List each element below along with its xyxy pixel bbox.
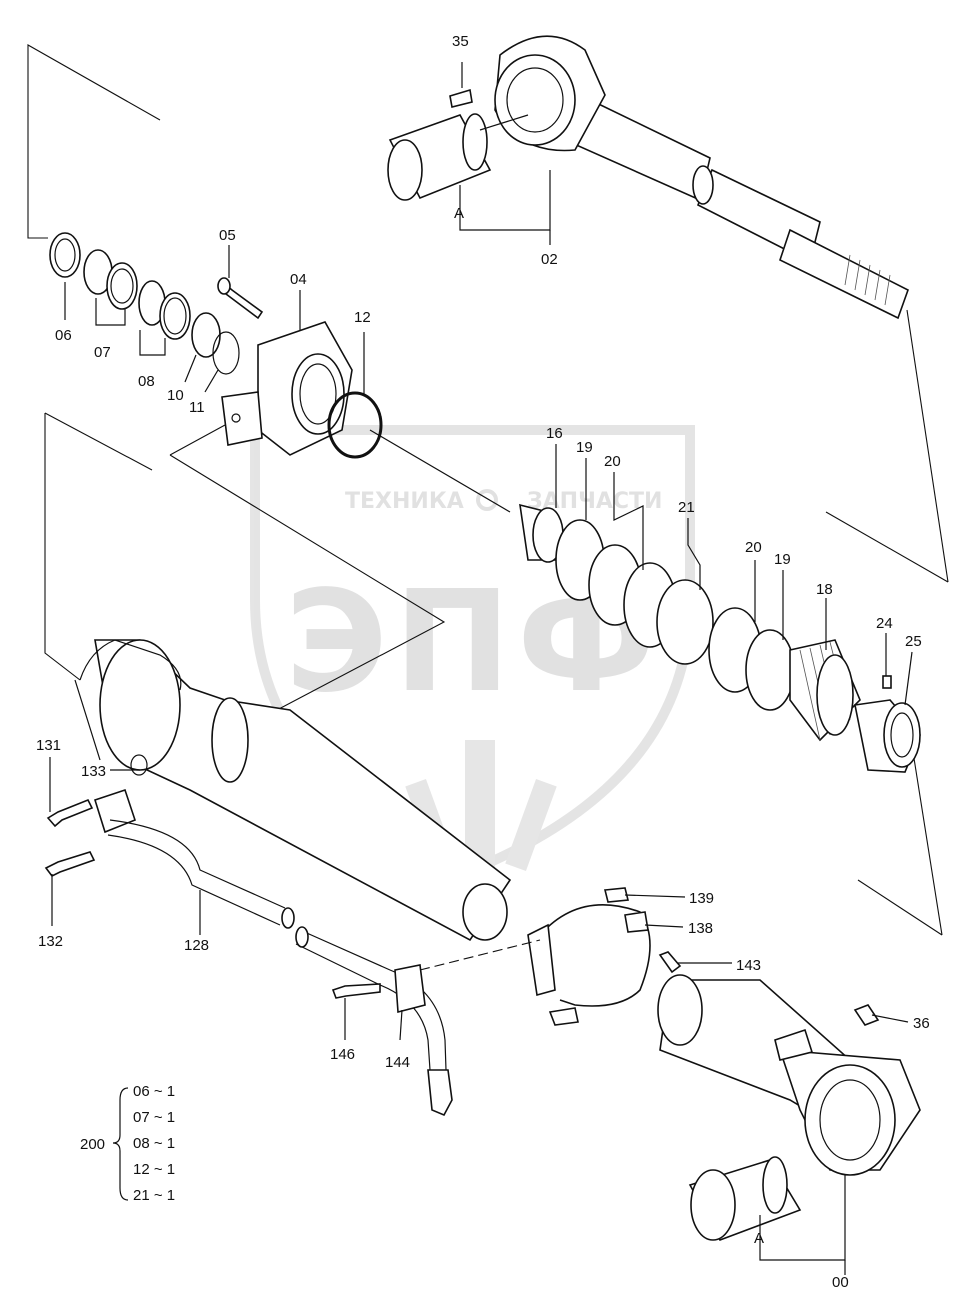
- clamp-band: [419, 887, 651, 1026]
- pipe-assembly: [94, 754, 453, 1117]
- label-part-144: 144: [385, 1054, 410, 1071]
- label-part-12: 12: [354, 309, 371, 326]
- label-part-16: 16: [546, 425, 563, 442]
- label-part-139: 139: [689, 890, 714, 907]
- label-part-04: 04: [290, 271, 307, 288]
- label-part-24: 24: [876, 615, 893, 632]
- watermark: ТЕХНИКА ЗАПЧАСТИ ЭПФ: [250, 425, 695, 880]
- label-part-18: 18: [816, 581, 833, 598]
- seal-set: [49, 232, 240, 375]
- label-part-20-lower: 20: [745, 539, 762, 556]
- callout-labels: 00 02 04 05 06 07 08 10 11 12 16 18 19 1…: [36, 33, 930, 1291]
- label-part-35: 35: [452, 33, 469, 50]
- watermark-text-left: ТЕХНИКА: [345, 489, 464, 514]
- bolts: [44, 798, 880, 1026]
- label-part-00: 00: [832, 1274, 849, 1291]
- kit-item-4: 12 ~ 1: [133, 1161, 175, 1178]
- kit-item-3: 08 ~ 1: [133, 1135, 175, 1152]
- label-part-131: 131: [36, 737, 61, 754]
- label-part-20-upper: 20: [604, 453, 621, 470]
- elbow-fitting-36: [853, 1004, 880, 1026]
- boundary-lines: [27, 44, 949, 936]
- grease-fitting-35: [449, 88, 473, 108]
- label-part-02: 02: [541, 251, 558, 268]
- label-part-21: 21: [678, 499, 695, 516]
- piston-assembly: [519, 503, 921, 773]
- seal-kit-legend: 200 06 ~ 1 07 ~ 1 08 ~ 1 12 ~ 1 21 ~ 1: [80, 1083, 175, 1204]
- label-part-138: 138: [688, 920, 713, 937]
- label-a-top: A: [454, 205, 464, 222]
- label-part-19-lower: 19: [774, 551, 791, 568]
- label-a-bottom: A: [754, 1230, 764, 1247]
- label-part-06: 06: [55, 327, 72, 344]
- label-part-128: 128: [184, 937, 209, 954]
- label-part-11: 11: [189, 399, 205, 416]
- cylinder-head: [217, 277, 511, 513]
- kit-item-2: 07 ~ 1: [133, 1109, 175, 1126]
- set-screw-24: [882, 675, 892, 689]
- label-part-08: 08: [138, 373, 155, 390]
- label-part-19-upper: 19: [576, 439, 593, 456]
- label-part-133: 133: [81, 763, 106, 780]
- label-part-132: 132: [38, 933, 63, 950]
- kit-number: 200: [80, 1136, 105, 1153]
- watermark-gear-icon: [476, 489, 498, 511]
- label-part-36: 36: [913, 1015, 930, 1032]
- cylinder-bottom: [657, 974, 921, 1241]
- piston-rod-assembly: [387, 35, 909, 320]
- cylinder-tube: [74, 639, 512, 942]
- label-part-07: 07: [94, 344, 111, 361]
- label-part-25: 25: [905, 633, 922, 650]
- label-part-10: 10: [167, 387, 184, 404]
- label-part-143: 143: [736, 957, 761, 974]
- label-part-05: 05: [219, 227, 236, 244]
- kit-item-1: 06 ~ 1: [133, 1083, 175, 1100]
- kit-item-5: 21 ~ 1: [133, 1187, 175, 1204]
- callout-leaders: [49, 62, 913, 1275]
- label-part-146: 146: [330, 1046, 355, 1063]
